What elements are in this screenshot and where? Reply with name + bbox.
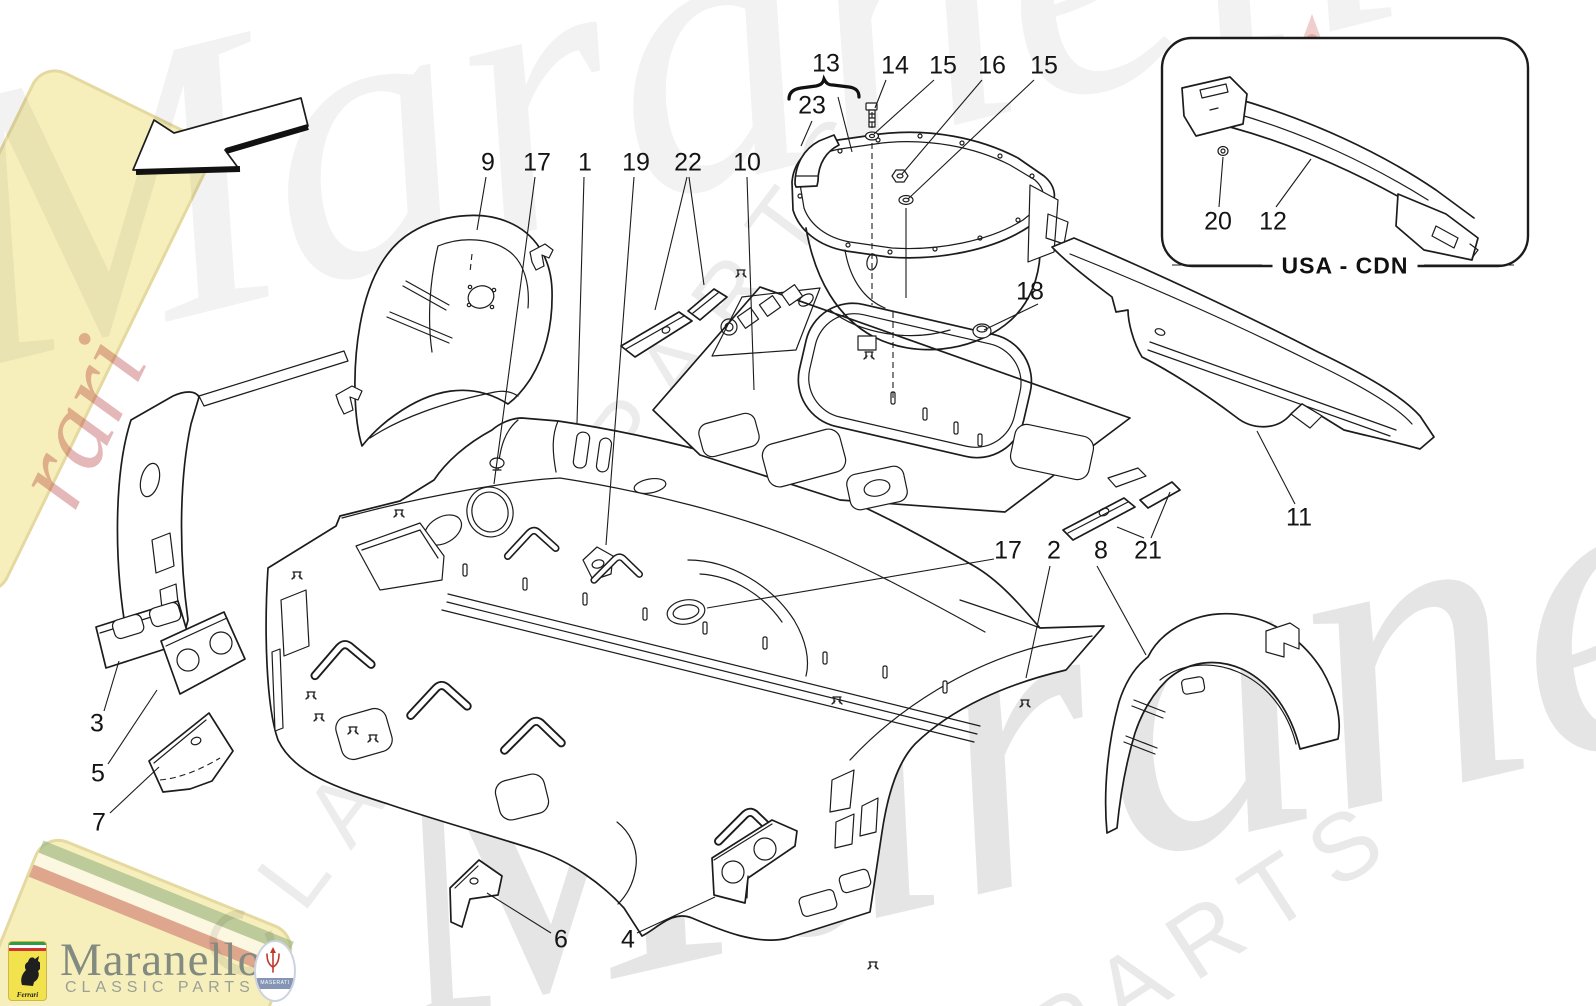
part-5-panel	[160, 611, 246, 695]
callout-18: 18	[1016, 277, 1044, 306]
callout-12: 12	[1259, 207, 1287, 236]
callout-13: 13	[812, 49, 840, 78]
part-4-panel	[711, 819, 798, 904]
callout-5: 5	[91, 759, 105, 788]
callout-21: 21	[1134, 536, 1162, 565]
fastener-nut-16	[891, 169, 909, 183]
callout-19: 19	[622, 148, 650, 177]
callout-22: 22	[674, 148, 702, 177]
fastener-bolt-14	[865, 102, 878, 128]
part-10-floor-panel	[652, 269, 1147, 513]
callout-17b: 17	[994, 536, 1022, 565]
part-13-spare-wheel-tub	[791, 131, 1069, 351]
part-12-reinforcement-beam	[1181, 76, 1479, 261]
assembly-axis-dashed-line	[871, 112, 894, 400]
callout-20: 20	[1204, 207, 1232, 236]
fastener-washer-15a	[864, 131, 880, 141]
part-1-main-trim-panel	[265, 417, 1105, 970]
leader-lines	[103, 79, 1312, 934]
fastener-nut-20	[1217, 145, 1229, 157]
bracket-13-brace	[787, 74, 861, 101]
inset-caption: USA - CDN	[1272, 252, 1418, 280]
callout-17: 17	[523, 148, 551, 177]
callout-10: 10	[733, 148, 761, 177]
callout-11: 11	[1286, 503, 1312, 532]
callout-23: 23	[798, 91, 826, 120]
part-22-strips	[620, 288, 728, 358]
callout-3: 3	[90, 709, 104, 738]
part-6-bracket	[449, 859, 503, 928]
part-23-strip	[794, 134, 840, 188]
part-9-wheelhouse-trim	[354, 214, 554, 447]
callout-6: 6	[554, 925, 568, 954]
direction-arrow-icon	[132, 97, 309, 175]
grommet-18	[972, 323, 992, 339]
callout-1: 1	[578, 148, 592, 177]
callout-9: 9	[481, 148, 495, 177]
callout-15a: 15	[929, 51, 957, 80]
callout-4: 4	[621, 925, 635, 954]
callout-14: 14	[881, 51, 909, 80]
part-7-bracket	[148, 712, 234, 793]
part-11-rear-panel	[1051, 237, 1435, 450]
callout-8: 8	[1094, 536, 1108, 565]
callout-2: 2	[1047, 536, 1061, 565]
usa-cdn-inset	[1160, 36, 1530, 268]
part-8-wheelhouse	[1104, 612, 1341, 834]
callout-16: 16	[978, 51, 1006, 80]
part-21-sill-strips	[1062, 481, 1181, 541]
callout-15b: 15	[1030, 51, 1058, 80]
callout-7: 7	[92, 808, 106, 837]
